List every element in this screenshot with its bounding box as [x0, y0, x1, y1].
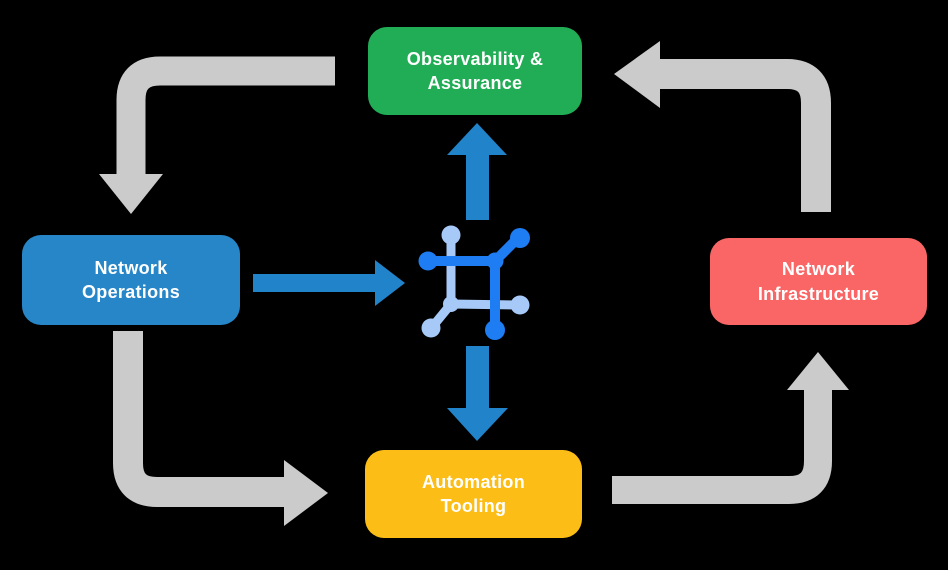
- arrow-head-down-icon: [99, 174, 163, 214]
- arrow-head-up-icon: [787, 352, 849, 390]
- arrow-shaft: [116, 56, 335, 176]
- icon-node-bottom-left: [421, 318, 441, 338]
- icon-junction-bl: [443, 296, 459, 312]
- arrow-automation-to-infrastructure: [612, 352, 849, 504]
- icon-node-bottom: [485, 320, 505, 340]
- arrow-down-icon: [447, 346, 508, 441]
- node-network-operations: Network Operations: [22, 235, 240, 325]
- arrow-infrastructure-to-observability: [614, 41, 831, 212]
- icon-line-bottom: [446, 299, 525, 310]
- arrow-center-to-observability: [447, 123, 507, 220]
- node-label-automation: Automation Tooling: [422, 471, 525, 516]
- icon-node-right: [510, 295, 530, 315]
- arrow-head-left-icon: [614, 41, 660, 108]
- icon-junction-tr: [486, 252, 504, 270]
- arrow-up-icon: [447, 123, 507, 220]
- arrow-shaft: [658, 59, 831, 212]
- node-automation-tooling: Automation Tooling: [365, 450, 582, 538]
- arrow-head-right-icon: [284, 460, 328, 526]
- arrow-operations-to-center: [253, 260, 405, 306]
- icon-node-left: [418, 251, 438, 271]
- arrow-shaft: [612, 389, 832, 504]
- node-observability-assurance: Observability & Assurance: [368, 27, 582, 115]
- arrow-center-to-automation: [447, 346, 508, 441]
- arrow-operations-to-automation: [113, 331, 328, 526]
- icon-node-top: [441, 225, 461, 245]
- icon-node-top-right: [510, 228, 530, 248]
- arrow-observability-to-operations: [99, 56, 335, 214]
- arrow-right-icon: [253, 260, 405, 306]
- node-network-infrastructure: Network Infrastructure: [710, 238, 927, 325]
- node-label-operations: Network Operations: [81, 257, 181, 302]
- network-automation-icon: [418, 225, 530, 340]
- node-label-observability: Observability & Assurance: [406, 48, 544, 93]
- arrow-shaft: [113, 331, 286, 507]
- node-label-infrastructure: Network Infrastructure: [757, 259, 880, 304]
